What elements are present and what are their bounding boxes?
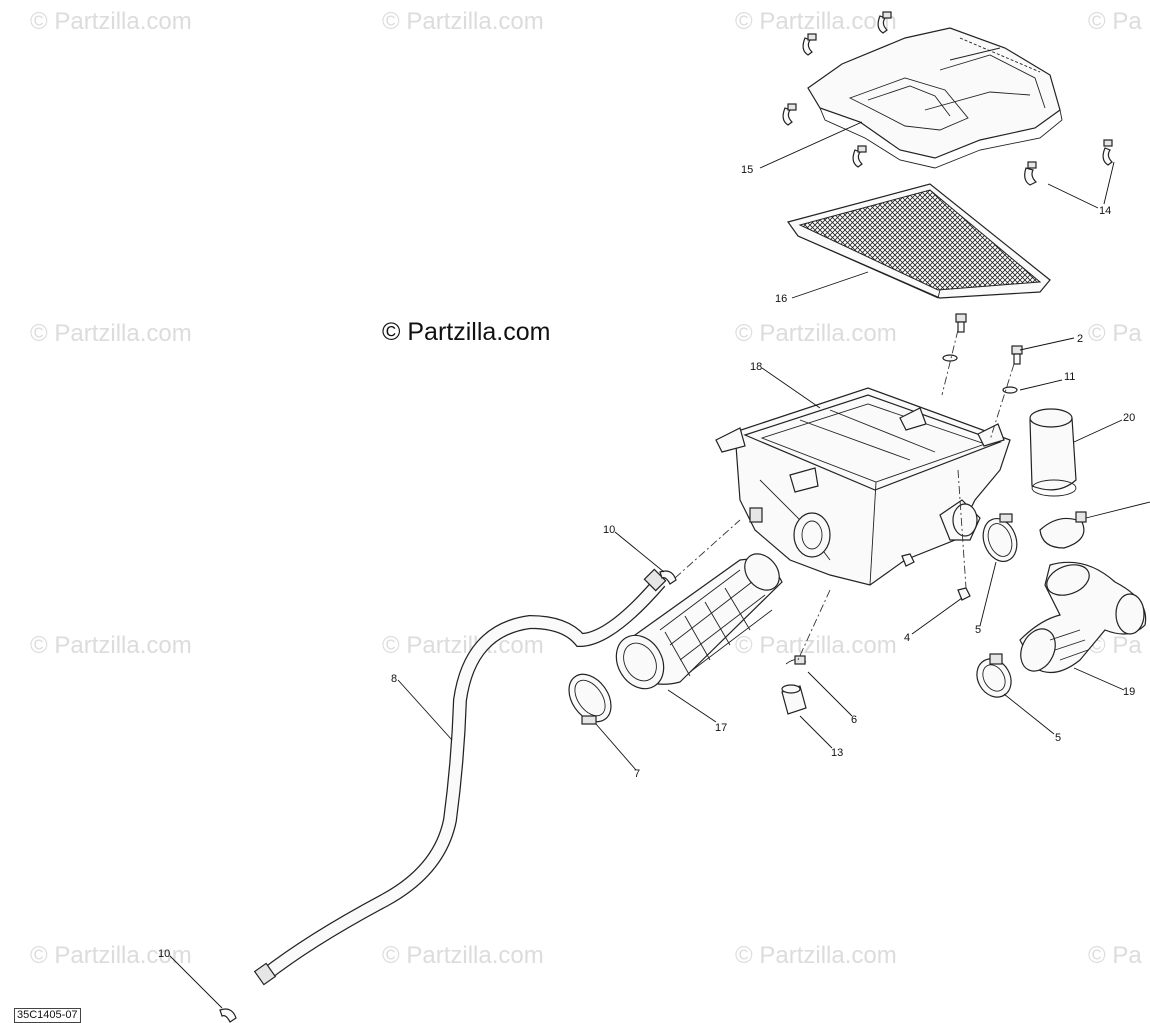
clamp [982,513,1018,562]
callout-10: 10 [603,524,615,536]
air-filter [787,183,1051,299]
watermark: © Partzilla.com [735,320,897,347]
assembly-line [957,469,967,589]
watermark: © Partzilla.com [735,8,897,35]
callout-13: 13 [831,747,843,759]
intake-boot [615,553,783,690]
diagram-code: 35C1405-07 [14,1008,81,1023]
drain-plug [781,655,807,715]
pre-filter [1029,408,1087,549]
callout-16: 16 [775,293,787,305]
brand-watermark: © Partzilla.com [382,318,551,346]
watermark: © Partzilla.com [735,942,897,969]
assembly-line [674,519,741,579]
bolts-hardware [901,313,1023,601]
callout-15: 15 [741,164,753,176]
callout-10: 10 [158,948,170,960]
callout-14: 14 [1099,205,1111,217]
watermark: © Pa [1088,942,1142,969]
callout-6: 6 [851,714,857,726]
callout-2: 2 [1077,333,1083,345]
airbox-cover [807,27,1063,169]
vent-hose [253,568,667,986]
watermark: © Partzilla.com [30,320,192,347]
callout-20: 20 [1123,412,1135,424]
watermark: © Partzilla.com [30,942,192,969]
callout-4: 4 [904,632,910,644]
callout-8: 8 [391,673,397,685]
assembly-line [797,589,831,661]
watermark: © Pa [1088,8,1142,35]
watermark: © Partzilla.com [382,632,544,659]
callout-17: 17 [715,722,727,734]
watermark: © Partzilla.com [382,942,544,969]
callout-19: 19 [1123,686,1135,698]
leader-lines [169,121,1150,1009]
callout-7: 7 [634,768,640,780]
callout-5: 5 [1055,732,1061,744]
watermark: © Partzilla.com [30,8,192,35]
watermark: © Partzilla.com [735,632,897,659]
assembly-line [941,329,959,396]
callout-labels: 15 14 16 2 18 11 20 10 4 5 8 17 6 19 7 1… [158,164,1135,960]
callout-18: 18 [750,361,762,373]
callout-5: 5 [975,624,981,636]
watermark: © Partzilla.com [382,8,544,35]
cover-clips [782,11,1113,186]
elbow-duct [1019,561,1147,674]
clamp [976,653,1012,698]
assembly-line [989,363,1015,441]
watermark: © Partzilla.com [30,632,192,659]
airbox-base [715,387,1011,586]
clamp [568,673,612,725]
watermark: © Pa [1088,320,1142,347]
hose-clamp [219,570,677,1023]
callout-11: 11 [1064,371,1075,383]
